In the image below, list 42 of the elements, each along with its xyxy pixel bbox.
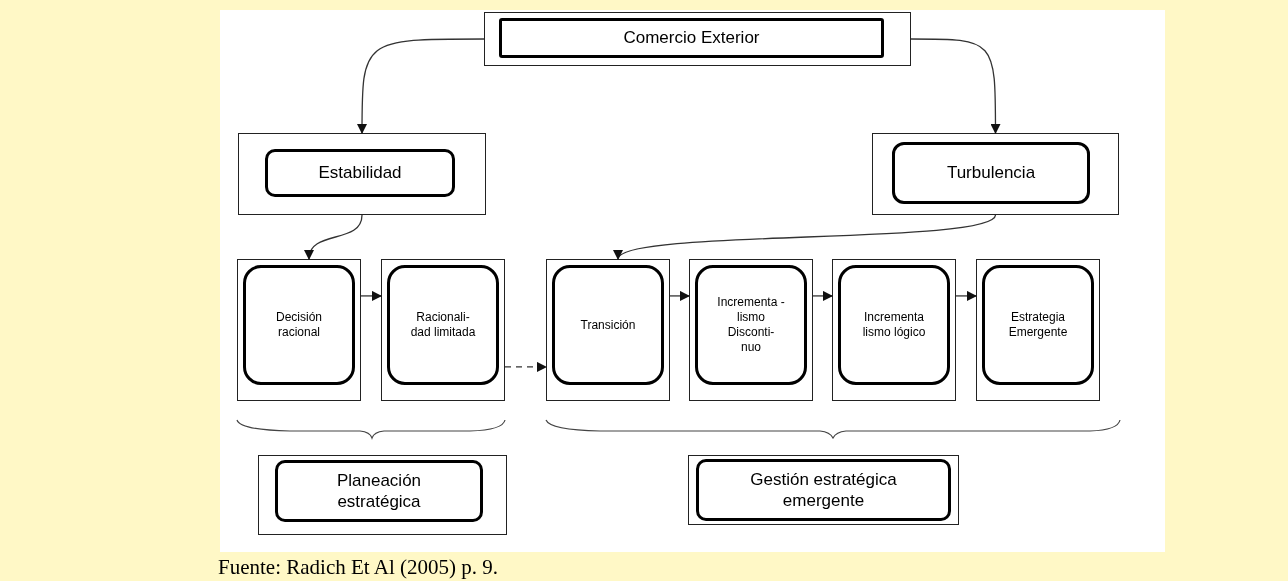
outer-box — [688, 455, 959, 525]
rounded-box — [275, 460, 483, 522]
outer-box — [238, 133, 486, 215]
box-label: Racionali- dad limitada — [409, 310, 477, 340]
rounded-box — [552, 265, 664, 385]
outer-box — [237, 259, 361, 401]
arrow — [357, 38, 485, 134]
arrow — [812, 290, 833, 301]
box-label: Incrementa -lismo Disconti- nuo — [716, 295, 786, 355]
rounded-box — [695, 265, 807, 385]
outer-box — [381, 259, 505, 401]
arrow — [360, 290, 382, 301]
rounded-box — [499, 18, 884, 58]
arrow — [305, 214, 363, 260]
rounded-box — [696, 459, 951, 521]
outer-box — [484, 12, 911, 66]
outer-box — [258, 455, 507, 535]
arrow — [504, 361, 547, 372]
rounded-box — [982, 265, 1094, 385]
outer-box — [976, 259, 1100, 401]
rounded-box — [387, 265, 499, 385]
caption: Fuente: Radich Et Al (2005) p. 9. — [218, 554, 498, 580]
rounded-box — [838, 265, 950, 385]
outer-box — [872, 133, 1119, 215]
box-label: Estrategia Emergente — [1007, 310, 1069, 340]
arrow — [669, 290, 690, 301]
outer-box — [832, 259, 956, 401]
box-label: Planeación estratégica — [335, 469, 423, 513]
box-label: Turbulencia — [945, 162, 1037, 184]
box-label: Estabilidad — [317, 162, 403, 184]
box-label: Comercio Exterior — [622, 27, 761, 49]
rounded-box — [265, 149, 455, 197]
box-label: Incrementa lismo lógico — [861, 310, 927, 340]
arrow — [955, 290, 977, 301]
outer-box — [546, 259, 670, 401]
rounded-box — [892, 142, 1090, 204]
box-label: Transición — [579, 317, 637, 333]
box-label: Decisión racional — [275, 310, 323, 340]
rounded-box — [243, 265, 355, 385]
arrow — [910, 38, 1001, 134]
box-label: Gestión estratégica emergente — [749, 468, 898, 512]
outer-box — [689, 259, 813, 401]
